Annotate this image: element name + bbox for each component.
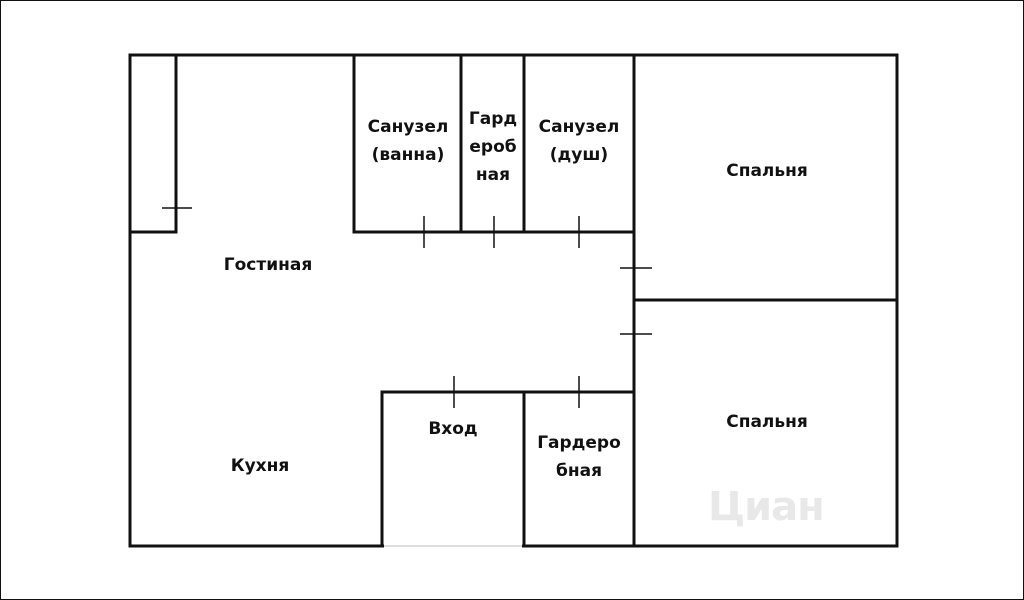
label-line: (ванна) bbox=[371, 145, 445, 165]
label-line: Гард bbox=[468, 109, 518, 129]
room-label-bedroom-bottom: Спальня bbox=[726, 408, 808, 436]
room-label-wardrobe-top: Гард ероб ная bbox=[469, 105, 517, 189]
watermark-logo: Циан bbox=[708, 484, 825, 530]
room-label-bath-shower: Санузел (душ) bbox=[539, 113, 620, 169]
label-line: Санузел bbox=[367, 117, 449, 137]
room-label-wardrobe-bottom: Гардеро бная bbox=[537, 429, 621, 485]
label-line: Гардеро bbox=[537, 433, 621, 453]
room-label-entrance: Вход bbox=[428, 415, 477, 443]
label-line: (душ) bbox=[549, 145, 609, 165]
room-label-kitchen: Кухня bbox=[231, 452, 290, 480]
label-line: ная bbox=[475, 165, 511, 185]
label-line: бная bbox=[555, 461, 602, 481]
label-line: Вход bbox=[428, 419, 478, 439]
label-line: Кухня bbox=[230, 456, 290, 476]
room-label-living: Гостиная bbox=[224, 251, 313, 279]
label-line: Спальня bbox=[726, 412, 808, 432]
room-label-bedroom-top: Спальня bbox=[726, 157, 808, 185]
room-label-bath-combined: Санузел (ванна) bbox=[368, 113, 449, 169]
label-line: ероб bbox=[469, 137, 517, 157]
label-line: Спальня bbox=[726, 161, 808, 181]
label-line: Санузел bbox=[538, 117, 620, 137]
label-line: Гостиная bbox=[223, 255, 313, 275]
